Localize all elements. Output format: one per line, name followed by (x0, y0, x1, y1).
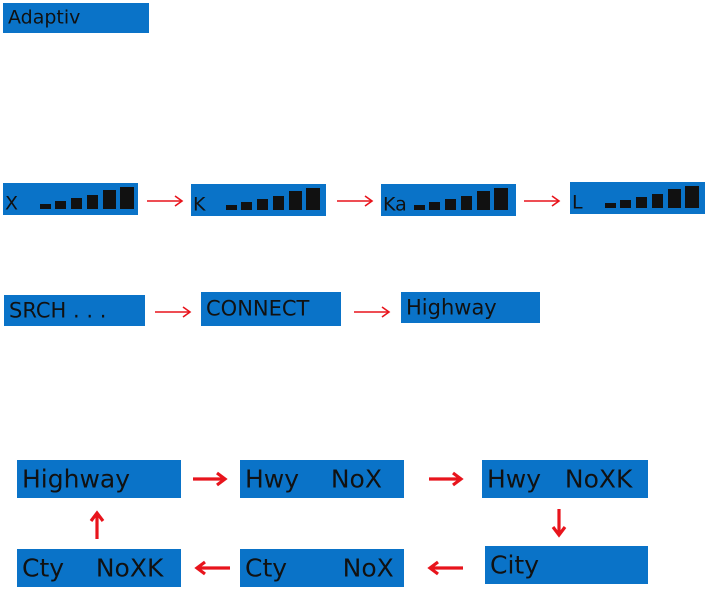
arrow-left-icon (425, 560, 465, 576)
arrow-right-icon (524, 194, 564, 208)
band-display-label: L (572, 194, 583, 213)
mode-display-label: Cty NoX (245, 556, 394, 581)
mode-display-city: City (485, 546, 648, 584)
mode-display-label: Hwy NoXK (487, 467, 632, 492)
signal-strength-icon (40, 187, 136, 213)
band-display-ka: Ka (381, 184, 516, 216)
arrow-right-icon (337, 194, 377, 208)
status-display-label: Highway (406, 297, 497, 318)
signal-strength-icon (414, 188, 510, 214)
arrow-right-icon (147, 194, 187, 208)
arrow-right-icon (354, 305, 394, 319)
arrow-right-icon (192, 471, 232, 487)
status-display-label: CONNECT (206, 299, 309, 320)
band-display-k: K (191, 184, 326, 216)
band-display-x: X (3, 183, 138, 215)
arrow-right-icon (155, 305, 195, 319)
mode-display-adaptiv: Adaptiv (3, 3, 149, 33)
band-display-label: K (193, 196, 205, 215)
mode-display-cty-noxk: Cty NoXK (17, 549, 181, 587)
signal-strength-icon (226, 188, 322, 214)
arrow-right-icon (428, 471, 468, 487)
band-display-label: Ka (383, 196, 407, 215)
mode-display-label: Hwy NoX (245, 467, 382, 492)
mode-display-label: City (490, 553, 539, 578)
arrow-up-icon (88, 508, 106, 540)
signal-strength-icon (605, 186, 701, 212)
mode-display-cty-nox: Cty NoX (240, 549, 404, 587)
band-display-l: L (570, 182, 705, 214)
arrow-left-icon (192, 560, 232, 576)
status-display-connect: CONNECT (201, 292, 341, 326)
band-display-label: X (5, 195, 18, 214)
mode-display-label: Adaptiv (8, 9, 80, 28)
mode-display-hwy-noxk: Hwy NoXK (482, 460, 648, 498)
mode-display-label: Cty NoXK (22, 556, 163, 581)
arrow-down-icon (550, 508, 568, 540)
status-display-highway: Highway (401, 292, 540, 323)
mode-display-hwy-nox: Hwy NoX (240, 460, 404, 498)
status-display-searching: SRCH . . . (4, 295, 145, 326)
mode-display-highway: Highway (17, 460, 181, 498)
mode-display-label: Highway (22, 467, 130, 492)
status-display-label: SRCH . . . (9, 300, 106, 321)
